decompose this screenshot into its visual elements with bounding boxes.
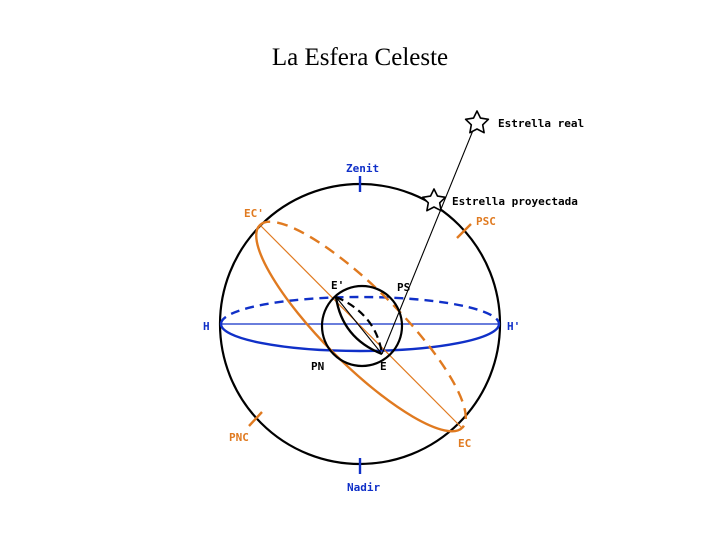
h-label: H <box>203 320 210 333</box>
horizon-front-arc <box>219 323 501 353</box>
h-prime-label: H' <box>507 320 520 333</box>
estrella-real-label: Estrella real <box>498 117 584 130</box>
star-sight-line <box>381 122 477 355</box>
ecliptic-front-arc <box>255 224 463 433</box>
pnc-tick <box>248 411 263 427</box>
inner-axis-line <box>335 296 383 355</box>
projected-star-icon <box>421 188 447 212</box>
estrella-proyectada-label: Estrella proyectada <box>452 195 578 208</box>
pnc-label: PNC <box>229 431 249 444</box>
psc-tick <box>456 223 472 239</box>
horizon-back-arc <box>219 295 501 325</box>
slide-title: La Esfera Celeste <box>271 44 449 71</box>
e-prime-label: E' <box>331 279 344 292</box>
ec-prime-label: EC' <box>244 207 264 220</box>
inner-circle-solid-arc <box>334 296 383 356</box>
pn-label: PN <box>311 360 324 373</box>
inner-sphere <box>320 284 404 368</box>
ecliptic-back-arc <box>259 220 467 429</box>
zenit-label: Zenit <box>346 162 379 175</box>
ps-label: PS <box>397 281 410 294</box>
nadir-label: Nadir <box>347 481 380 494</box>
ecliptic-axis-line <box>259 224 463 429</box>
e-label: E <box>380 360 387 373</box>
inner-circle-dashed-arc <box>335 295 384 355</box>
ec-label: EC <box>458 437 471 450</box>
real-star-icon <box>464 110 490 134</box>
psc-label: PSC <box>476 215 496 228</box>
